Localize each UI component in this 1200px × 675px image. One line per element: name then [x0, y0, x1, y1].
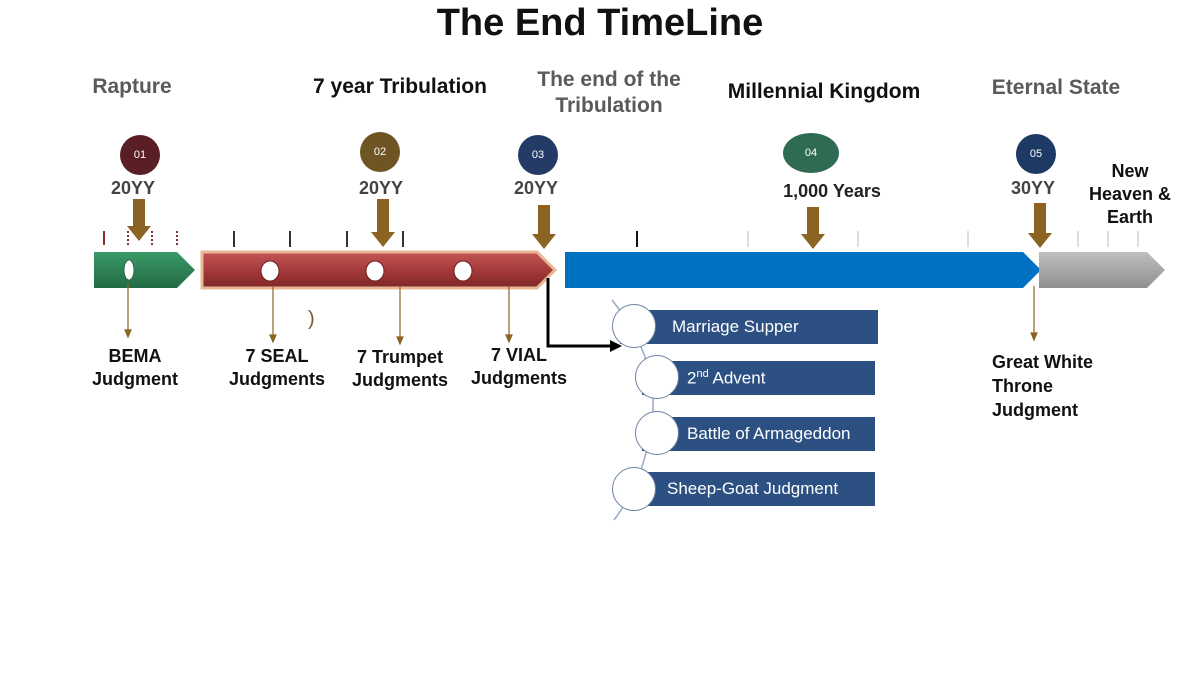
era-millennial: Millennial Kingdom	[727, 80, 921, 103]
marker-date-01: 20YY	[110, 178, 156, 198]
arrow-05	[1028, 203, 1052, 248]
marker-circle-04: 04	[783, 133, 839, 173]
arrow-01	[127, 199, 151, 241]
arrow-04	[801, 207, 825, 249]
arrow-02	[371, 199, 395, 247]
event-ring-marriage	[612, 304, 656, 348]
era-tribulation: 7 year Tribulation	[313, 75, 487, 98]
marker-date-05: 30YY	[1010, 178, 1056, 198]
event-ring-advent	[635, 355, 679, 399]
event-ring-sheep-goat	[612, 467, 656, 511]
marker-date-02: 20YY	[358, 178, 404, 198]
event-ring-armageddon	[635, 411, 679, 455]
down-arrows	[127, 199, 1052, 249]
connector-arrow	[546, 278, 622, 352]
event-marriage-supper: Marriage Supper	[620, 310, 878, 344]
marker-circle-01: 01	[120, 135, 160, 175]
trumpet-node	[365, 260, 385, 282]
vial-judgments-label: 7 VIAL Judgments	[470, 345, 567, 388]
era-rapture: Rapture	[92, 75, 172, 98]
arrow-03	[532, 205, 556, 249]
drop-lines	[124, 283, 1038, 346]
bema-judgment-label: BEMA Judgment	[91, 346, 178, 389]
great-white-throne-label: Great White Throne Judgment	[992, 352, 1094, 420]
event-second-advent: 2nd Advent	[642, 361, 875, 395]
eternal-segment	[1039, 252, 1165, 288]
rapture-segment	[94, 252, 195, 288]
tick-marks	[103, 231, 1139, 247]
era-eternal: Eternal State	[991, 76, 1121, 99]
marker-date-04: 1,000 Years	[783, 181, 881, 201]
page-title: The End TimeLine	[436, 2, 764, 44]
seal-node	[260, 260, 280, 282]
trumpet-judgments-label: 7 Trumpet Judgments	[351, 347, 448, 390]
new-heaven-earth-label: New Heaven & Earth	[1088, 161, 1172, 227]
event-sheep-goat: Sheep-Goat Judgment	[620, 472, 875, 506]
rapture-node	[123, 259, 135, 281]
event-armageddon: Battle of Armageddon	[642, 417, 875, 451]
seal-judgments-label: 7 SEAL Judgments	[228, 346, 325, 389]
marker-circle-02: 02	[360, 132, 400, 172]
vial-node	[453, 260, 473, 282]
stray-paren: )	[308, 308, 315, 330]
marker-date-03: 20YY	[513, 178, 559, 198]
millennial-segment	[565, 252, 1041, 288]
marker-circle-05: 05	[1016, 134, 1056, 174]
marker-circle-03: 03	[518, 135, 558, 175]
era-end-tribulation: The end of the Tribulation	[537, 68, 681, 117]
